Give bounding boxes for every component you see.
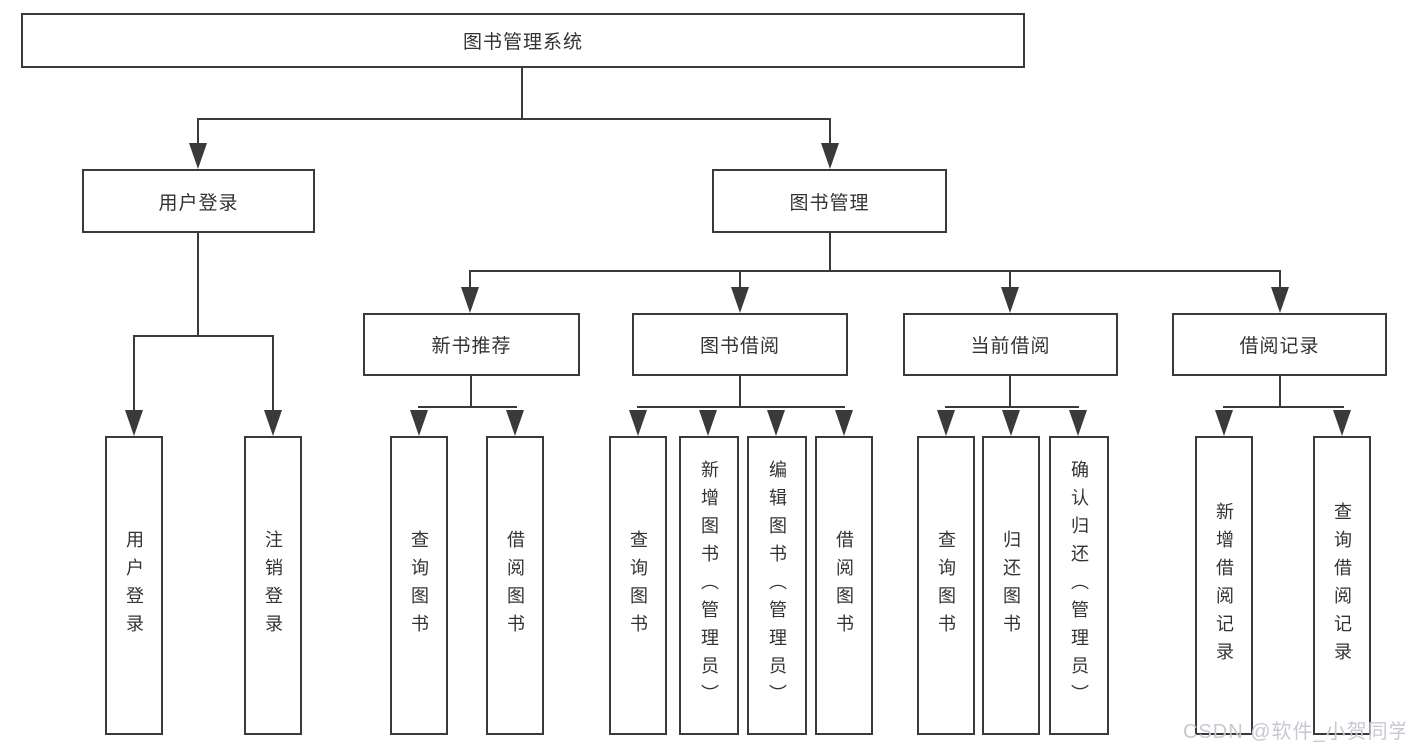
connector-line — [1009, 270, 1011, 292]
connector-line — [1223, 406, 1344, 408]
connector-line — [1279, 270, 1281, 292]
leaf-confirm-return-admin: 确认归还（管理员） — [1049, 436, 1109, 735]
arrow-down-icon — [835, 410, 853, 436]
node-user-login: 用户登录 — [82, 169, 315, 233]
node-current-borrowing: 当前借阅 — [903, 313, 1118, 376]
node-new-book-recommend: 新书推荐 — [363, 313, 580, 376]
arrow-down-icon — [1333, 410, 1351, 436]
arrow-down-icon — [1215, 410, 1233, 436]
arrow-down-icon — [264, 410, 282, 436]
node-library-management-system: 图书管理系统 — [21, 13, 1025, 68]
arrow-down-icon — [1271, 287, 1289, 313]
node-book-management: 图书管理 — [712, 169, 947, 233]
connector-line — [739, 270, 741, 292]
arrow-down-icon — [125, 410, 143, 436]
connector-line — [829, 118, 831, 146]
connector-line — [197, 233, 199, 335]
leaf-query-borrow-record: 查询借阅记录 — [1313, 436, 1371, 735]
leaf-return-books: 归还图书 — [982, 436, 1040, 735]
arrow-down-icon — [410, 410, 428, 436]
leaf-borrow-books: 借阅图书 — [486, 436, 544, 735]
connector-line — [637, 406, 845, 408]
leaf-add-books-admin: 新增图书（管理员） — [679, 436, 739, 735]
leaf-query-books: 查询图书 — [609, 436, 667, 735]
arrow-down-icon — [767, 410, 785, 436]
connector-line — [133, 335, 274, 337]
connector-line — [133, 335, 135, 413]
node-book-borrowing: 图书借阅 — [632, 313, 848, 376]
connector-line — [418, 406, 517, 408]
connector-line — [521, 68, 523, 118]
arrow-down-icon — [629, 410, 647, 436]
arrow-down-icon — [1069, 410, 1087, 436]
connector-line — [829, 233, 831, 270]
arrow-down-icon — [1001, 287, 1019, 313]
leaf-add-borrow-record: 新增借阅记录 — [1195, 436, 1253, 735]
connector-line — [945, 406, 1079, 408]
connector-line — [272, 335, 274, 413]
leaf-logout: 注销登录 — [244, 436, 302, 735]
leaf-query-books: 查询图书 — [917, 436, 975, 735]
arrow-down-icon — [1002, 410, 1020, 436]
connector-line — [1279, 376, 1281, 406]
leaf-borrow-books: 借阅图书 — [815, 436, 873, 735]
connector-line — [739, 376, 741, 406]
arrow-down-icon — [189, 143, 207, 169]
connector-line — [470, 376, 472, 406]
csdn-watermark: CSDN @软件_小贺同学 — [1183, 721, 1405, 743]
connector-line — [197, 118, 831, 120]
node-borrowing-records: 借阅记录 — [1172, 313, 1387, 376]
arrow-down-icon — [699, 410, 717, 436]
connector-line — [1009, 376, 1011, 406]
arrow-down-icon — [506, 410, 524, 436]
connector-line — [197, 118, 199, 146]
arrow-down-icon — [937, 410, 955, 436]
leaf-query-books: 查询图书 — [390, 436, 448, 735]
arrow-down-icon — [731, 287, 749, 313]
connector-line — [469, 270, 1281, 272]
arrow-down-icon — [821, 143, 839, 169]
connector-line — [469, 270, 471, 292]
arrow-down-icon — [461, 287, 479, 313]
leaf-edit-books-admin: 编辑图书（管理员） — [747, 436, 807, 735]
leaf-user-login: 用户登录 — [105, 436, 163, 735]
